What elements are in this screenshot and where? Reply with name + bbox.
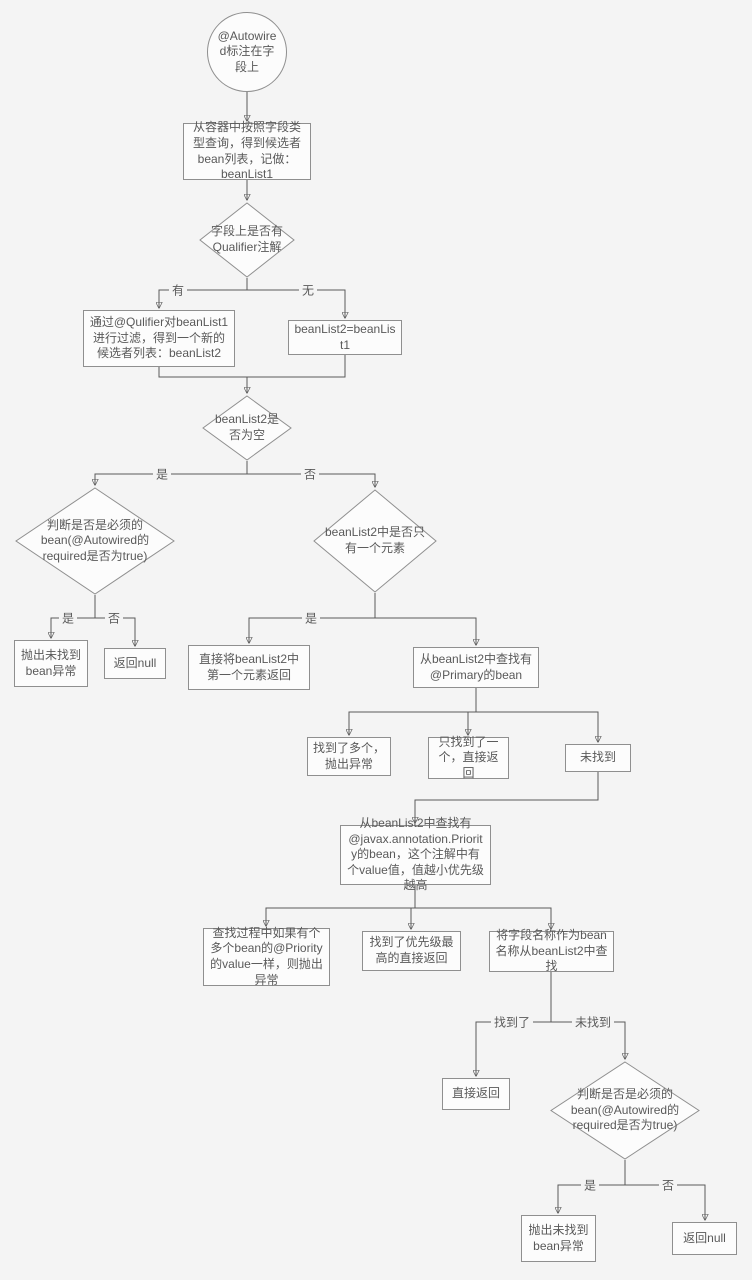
process-primary-one-return: 只找到了一个，直接返回 — [428, 734, 509, 780]
edge-label-empty-no: 否 — [300, 465, 320, 483]
decision-required-2: 判断是否是必须的bean(@Autowired的required是否为true) — [550, 1061, 700, 1160]
process-primary-not-found: 未找到 — [565, 744, 631, 772]
process-return-direct: 直接返回 — [442, 1078, 510, 1110]
process-priority-same-exception-label: 查找过程中如果有个多个bean的@Priority的value一样，则抛出异常 — [210, 925, 323, 987]
process-priority-highest-return: 找到了优先级最高的直接返回 — [362, 931, 461, 971]
edge-label-required1-yes: 是 — [58, 609, 78, 627]
decision-required-1-label: 判断是否是必须的bean(@Autowired的required是否为true) — [40, 517, 150, 563]
process-throw-not-found-2-label: 抛出未找到bean异常 — [528, 1222, 589, 1253]
process-primary-multiple-exception: 找到了多个，抛出异常 — [307, 737, 391, 776]
process-assign-beanlist-label: beanList2=beanList1 — [294, 321, 396, 352]
process-throw-not-found-2: 抛出未找到bean异常 — [521, 1215, 596, 1262]
edge-label-byname-found: 找到了 — [490, 1013, 534, 1031]
diamond-shape — [313, 489, 437, 593]
process-find-primary: 从beanList2中查找有@Primary的bean — [413, 647, 539, 688]
decision-has-qualifier: 字段上是否有Qualifier注解 — [199, 202, 295, 278]
process-return-null-2: 返回null — [672, 1222, 737, 1255]
process-query-by-type-label: 从容器中按照字段类型查询，得到候选者bean列表，记做：beanList1 — [192, 120, 301, 182]
decision-only-one-element: beanList2中是否只有一个元素 — [313, 489, 437, 593]
edge-label-qualifier-yes: 有 — [168, 281, 188, 299]
edge-label-qualifier-no: 无 — [298, 281, 318, 299]
process-find-by-field-name: 将字段名称作为bean名称从beanList2中查找 — [489, 928, 614, 974]
process-throw-not-found-1-label: 抛出未找到bean异常 — [20, 647, 81, 678]
decision-required-1: 判断是否是必须的bean(@Autowired的required是否为true) — [15, 487, 175, 595]
process-return-null-1-label: 返回null — [113, 655, 157, 670]
diamond-shape — [199, 202, 295, 278]
process-primary-one-return-label: 只找到了一个，直接返回 — [438, 734, 499, 780]
decision-only-one-element-label: beanList2中是否只有一个元素 — [324, 525, 426, 555]
process-return-null-1: 返回null — [104, 648, 166, 679]
edge-label-single-yes: 是 — [301, 609, 321, 627]
edge-label-byname-notfound: 未找到 — [571, 1013, 615, 1031]
decision-is-empty-label: beanList2是否为空 — [214, 412, 280, 442]
process-find-primary-label: 从beanList2中查找有@Primary的bean — [419, 651, 533, 682]
process-find-priority-label: 从beanList2中查找有@javax.annotation.Priority… — [347, 816, 484, 893]
decision-required-2-label: 判断是否是必须的bean(@Autowired的required是否为true) — [570, 1087, 680, 1133]
start-node-label: @Autowired标注在字段上 — [217, 28, 277, 74]
diamond-shape — [550, 1061, 700, 1160]
process-filter-qualifier-label: 通过@Qulifier对beanList1进行过滤，得到一个新的候选者列表：be… — [89, 315, 229, 361]
process-throw-not-found-1: 抛出未找到bean异常 — [14, 640, 88, 687]
decision-has-qualifier-label: 字段上是否有Qualifier注解 — [210, 224, 283, 254]
process-priority-highest-return-label: 找到了优先级最高的直接返回 — [369, 935, 454, 965]
edge-label-required2-no: 否 — [658, 1176, 678, 1194]
edge-label-required2-yes: 是 — [580, 1176, 600, 1194]
process-query-by-type: 从容器中按照字段类型查询，得到候选者bean列表，记做：beanList1 — [183, 120, 311, 182]
process-return-null-2-label: 返回null — [683, 1230, 726, 1245]
process-find-priority: 从beanList2中查找有@javax.annotation.Priority… — [340, 816, 491, 892]
process-primary-not-found-label: 未找到 — [579, 750, 616, 765]
process-return-first-element-label: 直接将beanList2中第一个元素返回 — [198, 651, 300, 682]
process-primary-multiple-exception-label: 找到了多个，抛出异常 — [313, 740, 386, 771]
process-priority-same-exception: 查找过程中如果有个多个bean的@Priority的value一样，则抛出异常 — [203, 925, 330, 987]
process-return-first-element: 直接将beanList2中第一个元素返回 — [188, 645, 310, 690]
process-return-direct-label: 直接返回 — [451, 1086, 500, 1101]
edge-label-empty-yes: 是 — [152, 465, 172, 483]
diamond-shape — [202, 395, 292, 461]
start-node: @Autowired标注在字段上 — [207, 12, 287, 92]
process-assign-beanlist: beanList2=beanList1 — [288, 320, 402, 355]
edge-label-required1-no: 否 — [104, 609, 124, 627]
process-filter-qualifier: 通过@Qulifier对beanList1进行过滤，得到一个新的候选者列表：be… — [83, 310, 235, 367]
process-find-by-field-name-label: 将字段名称作为bean名称从beanList2中查找 — [495, 928, 608, 974]
decision-is-empty: beanList2是否为空 — [202, 395, 292, 461]
diamond-shape — [15, 487, 175, 595]
